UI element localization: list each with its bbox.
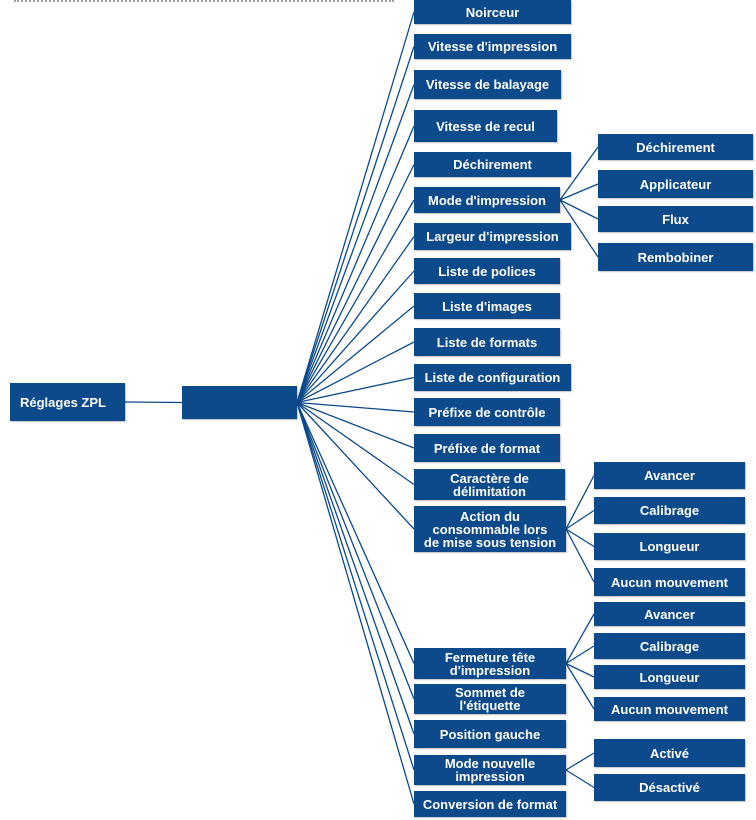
connector-hub-position-gauche [296,402,415,735]
connector-action-consommable-ac-calibrage [565,509,595,530]
node-mn-desactive: Désactivé [594,774,745,801]
node-ac-avancer: Avancer [594,462,745,489]
node-ac-aucun: Aucun mouvement [594,568,745,596]
node-action-consommable: Action du consommable lors de mise sous … [414,506,566,552]
node-vitesse-impression: Vitesse d'impression [414,34,571,59]
node-ac-longueur: Longueur [594,533,745,560]
connector-hub-sommet-etiquette [296,402,415,700]
hub-node [182,386,297,419]
connector-hub-mode-impression [296,199,415,403]
node-mi-flux: Flux [598,206,753,232]
connector-hub-mode-nouvelle-impression [296,402,415,771]
connector-hub-dechirement [296,164,415,403]
node-vitesse-balayage: Vitesse de balayage [414,70,561,99]
node-ft-calibrage: Calibrage [594,633,745,659]
connector-mode-nouvelle-impression-mn-desactive [565,769,595,789]
connector-hub-conversion-format [296,402,415,805]
node-conversion-format: Conversion de format [414,791,566,817]
connector-action-consommable-ac-avancer [565,475,595,530]
connector-hub-vitesse-recul [296,125,415,403]
node-caractere-delimitation: Caractère de délimitation [414,469,565,500]
connector-hub-prefixe-format [296,401,415,449]
node-sommet-etiquette: Sommet de l'étiquette [414,684,566,714]
node-mode-nouvelle-impression: Mode nouvelle impression [414,755,566,785]
connector-hub-liste-configuration [296,376,415,404]
connector-hub-caractere-delimitation [296,401,415,486]
connector-hub-liste-formats [296,341,415,404]
node-dechirement: Déchirement [414,152,571,177]
connector-hub-fermeture-tete [296,402,415,664]
node-ac-calibrage: Calibrage [594,497,745,524]
node-ft-aucun: Aucun mouvement [594,697,745,721]
connector-hub-vitesse-impression [296,46,415,403]
node-ft-avancer: Avancer [594,602,745,626]
node-liste-formats: Liste de formats [414,328,560,356]
node-prefixe-format: Préfixe de format [414,434,560,462]
node-liste-configuration: Liste de configuration [414,364,571,391]
connector-hub-liste-images [296,305,415,404]
connector-hub-vitesse-balayage [296,84,415,403]
connector-hub-action-consommable [296,402,415,530]
node-position-gauche: Position gauche [414,720,566,748]
root-node-reglages-zpl: Réglages ZPL [10,383,125,421]
node-largeur-impression: Largeur d'impression [414,223,571,250]
connector-mode-impression-mi-flux [559,199,599,220]
connector-hub-noirceur [296,11,415,403]
connector-action-consommable-ac-longueur [565,528,595,548]
node-noirceur: Noirceur [414,0,571,24]
connector-fermeture-tete-ft-avancer [565,613,595,664]
root-hub-connector [124,401,183,404]
node-prefixe-controle: Préfixe de contrôle [414,398,560,426]
node-vitesse-recul: Vitesse de recul [414,110,557,142]
node-liste-polices: Liste de polices [414,258,560,284]
node-mi-rembobiner: Rembobiner [598,243,753,271]
node-mode-impression: Mode d'impression [414,187,560,213]
connector-hub-largeur-impression [296,236,415,403]
connector-fermeture-tete-ft-aucun [565,663,595,710]
connector-action-consommable-ac-aucun [565,528,595,583]
connector-fermeture-tete-ft-calibrage [565,645,595,665]
node-ft-longueur: Longueur [594,665,745,689]
node-mi-applicateur: Applicateur [598,170,753,198]
node-fermeture-tete: Fermeture tête d'impression [414,648,566,679]
connector-mode-nouvelle-impression-mn-active [565,752,595,771]
connector-hub-prefixe-controle [296,401,415,413]
connector-hub-liste-polices [296,270,415,403]
connector-fermeture-tete-ft-longueur [565,662,595,678]
connector-mode-impression-mi-applicateur [559,183,599,201]
node-mi-dechirement: Déchirement [598,134,753,160]
node-mn-active: Activé [594,739,745,767]
node-liste-images: Liste d'images [414,293,560,319]
cropped-heading-remnant [14,0,394,6]
